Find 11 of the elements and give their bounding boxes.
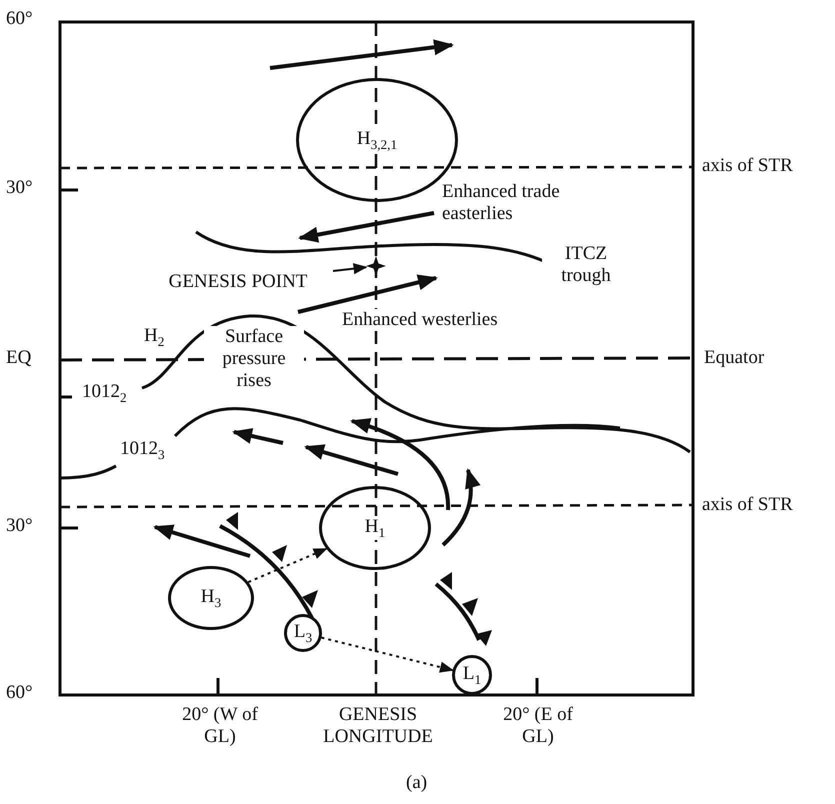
track-arrow xyxy=(321,636,454,673)
high-pressure-ellipse: H$_{1}$ xyxy=(319,486,431,570)
latitude-label: EQ xyxy=(4,347,34,369)
wind-label: Enhanced westerlies xyxy=(340,309,500,331)
arrow xyxy=(332,263,368,274)
low-pressure-circle: L$_{1}$ xyxy=(452,655,492,695)
genesis-point-marker xyxy=(366,256,386,276)
track-arrow xyxy=(248,548,328,584)
caption: (a) xyxy=(404,772,430,794)
low-pressure-circle: L$_{3}$ xyxy=(284,614,322,652)
high-pressure-ellipse: H$_{3}$ xyxy=(168,566,254,630)
